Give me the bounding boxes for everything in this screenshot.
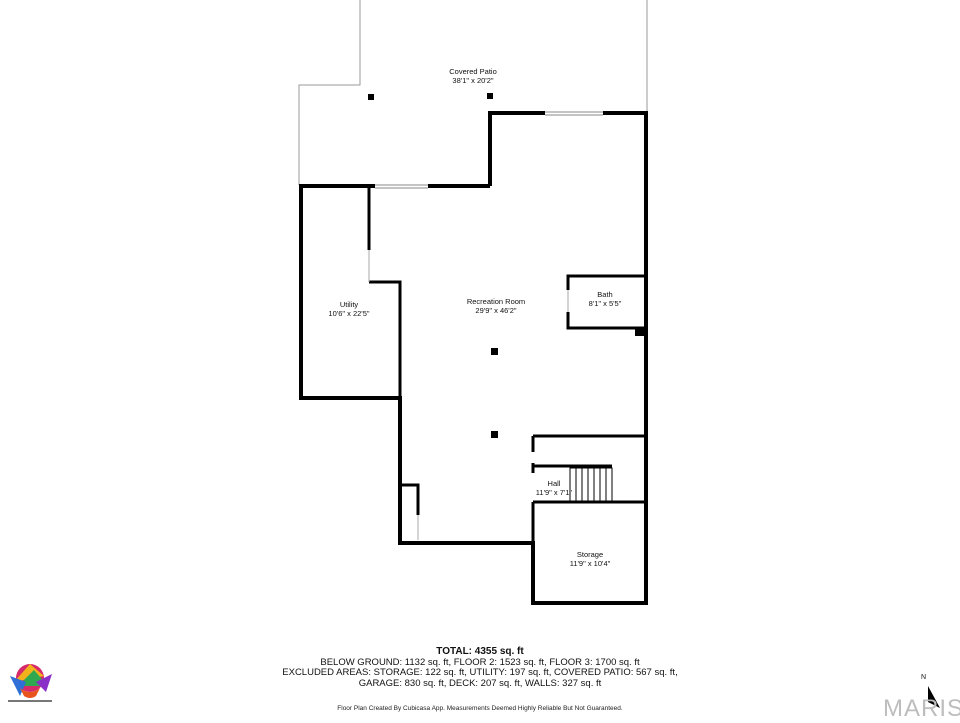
window <box>375 111 603 189</box>
room-name: Hall <box>547 479 561 488</box>
room-name: Recreation Room <box>466 297 526 306</box>
exterior-walls <box>299 111 648 605</box>
watermark: MARIS <box>882 695 960 722</box>
room-name: Bath <box>597 290 613 299</box>
floor-plan <box>298 0 648 605</box>
utility-walls <box>367 188 402 398</box>
hall-walls <box>531 434 646 543</box>
room-label-covered-patio: Covered Patio 38'1" x 20'2" <box>449 67 497 85</box>
floor-areas: BELOW GROUND: 1132 sq. ft, FLOOR 2: 1523… <box>320 656 640 668</box>
room-dims: 8'1" x 5'5" <box>588 299 622 308</box>
room-dims: 29'9" x 46'2" <box>475 306 517 315</box>
disclaimer: Floor Plan Created By Cubicasa App. Meas… <box>337 705 623 712</box>
room-label-bath: Bath 8'1" x 5'5" <box>589 290 622 308</box>
room-name: Covered Patio <box>449 67 497 76</box>
patio-post <box>487 93 493 99</box>
north-arrow-icon <box>928 686 940 708</box>
room-label-storage: Storage 11'9" x 10'4" <box>570 550 611 568</box>
excluded-areas: EXCLUDED AREAS: STORAGE: 122 sq. ft, UTI… <box>282 667 678 679</box>
room-name: Utility <box>339 300 359 309</box>
room-dims: 38'1" x 20'2" <box>452 76 494 85</box>
room-label-utility: Utility 10'6" x 22'5" <box>328 300 369 318</box>
brokerage-logo-icon <box>8 664 52 702</box>
room-dims: 10'6" x 22'5" <box>328 309 370 318</box>
area-summary: TOTAL: 4355 sq. ft BELOW GROUND: 1132 sq… <box>0 646 960 689</box>
patio-post <box>368 94 374 100</box>
covered-patio-outline <box>298 0 648 185</box>
column <box>491 348 498 355</box>
room-name: Storage <box>576 550 604 559</box>
room-dims: 11'9" x 7'1" <box>535 488 573 497</box>
garage-areas: GARAGE: 830 sq. ft, DECK: 207 sq. ft, WA… <box>358 677 602 689</box>
room-dims: 11'9" x 10'4" <box>569 559 611 568</box>
total-area: TOTAL: 4355 sq. ft <box>436 646 524 657</box>
room-label-recreation-room: Recreation Room 29'9" x 46'2" <box>467 297 525 315</box>
bath-walls <box>566 274 646 330</box>
closet-walls <box>400 483 420 515</box>
stairs <box>569 467 613 502</box>
wall-column <box>635 328 645 336</box>
room-label-hall: Hall 11'9" x 7'1" <box>536 479 572 497</box>
compass-letter: N <box>921 674 927 681</box>
column <box>491 431 498 438</box>
